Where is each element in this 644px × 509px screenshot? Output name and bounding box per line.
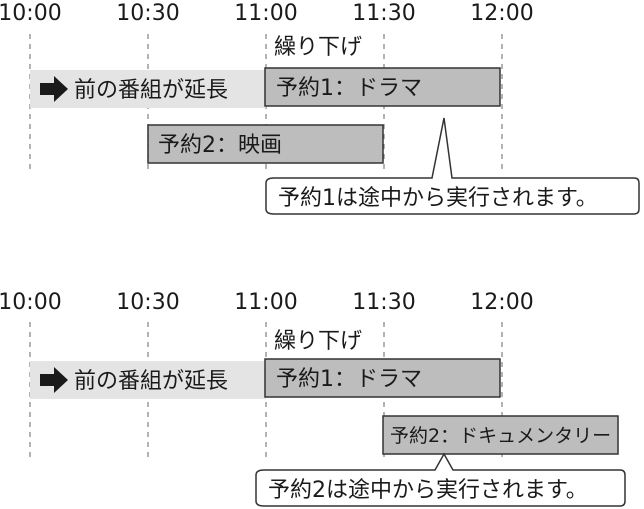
right-arrow-icon [40, 367, 68, 393]
reservation2-label: 予約2：ドキュメンタリー [390, 425, 611, 447]
shift-label: 繰り下げ [274, 329, 362, 354]
reservation1-bar [264, 67, 501, 107]
shift-label: 繰り下げ [274, 35, 362, 60]
extension-bar [30, 70, 266, 108]
top-schedule: 10:00 10:30 11:00 11:30 12:00 繰り下げ 前の番組が… [0, 1, 640, 215]
time-label-1130: 11:30 [352, 290, 415, 315]
time-label-1200: 12:00 [470, 1, 533, 26]
reservation2-bar [147, 124, 384, 164]
time-label-1030: 10:30 [116, 1, 179, 26]
time-label-1130: 11:30 [352, 1, 415, 26]
prev-program-label: 前の番組が延長 [74, 78, 228, 103]
reservation2-label: 予約2：映画 [158, 133, 282, 158]
time-label-1030: 10:30 [116, 290, 179, 315]
callout-bubble [255, 452, 626, 507]
time-label-1000: 10:00 [0, 1, 62, 26]
callout-bubble [265, 117, 640, 215]
time-label-1100: 11:00 [234, 1, 297, 26]
time-label-1100: 11:00 [234, 290, 297, 315]
reservation2-bar [382, 415, 619, 455]
right-arrow-icon [40, 76, 68, 102]
reservation1-label: 予約1：ドラマ [276, 76, 422, 101]
bottom-schedule: 10:00 10:30 11:00 11:30 12:00 繰り下げ 前の番組が… [0, 290, 626, 507]
time-label-1000: 10:00 [0, 290, 62, 315]
reservation1-label: 予約1：ドラマ [276, 367, 422, 392]
reservation1-bar [264, 358, 501, 398]
callout-text: 予約1は途中から実行されます。 [278, 186, 598, 211]
prev-program-label: 前の番組が延長 [74, 369, 228, 394]
extension-bar [30, 361, 266, 399]
callout-text: 予約2は途中から実行されます。 [268, 478, 588, 503]
time-label-1200: 12:00 [470, 290, 533, 315]
